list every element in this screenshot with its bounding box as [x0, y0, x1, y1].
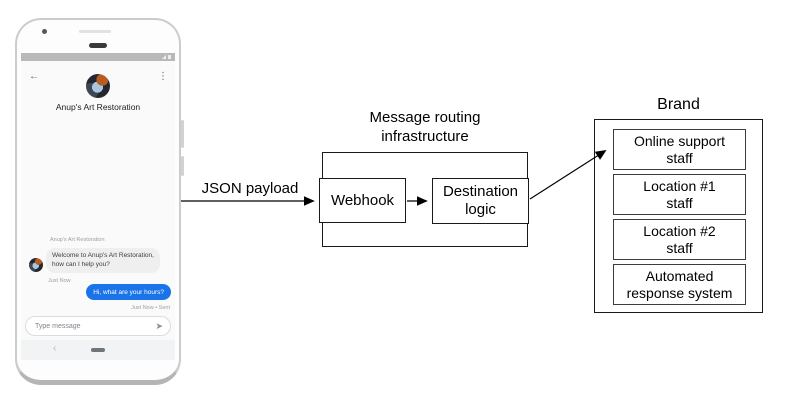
brand-item-label: staff — [666, 194, 693, 211]
avatar — [86, 74, 110, 98]
phone-mockup: ← ⋮ Anup's Art Restoration Anup's Art Re… — [15, 18, 184, 385]
earpiece-slot — [79, 30, 111, 33]
incoming-message-line2: how can I help you? — [52, 260, 110, 268]
volume-button — [181, 120, 184, 148]
brand-item-label: Online support — [633, 133, 726, 149]
destination-label-line2: logic — [465, 201, 496, 218]
brand-item-label: staff — [666, 149, 693, 166]
nav-home-button[interactable] — [91, 348, 105, 352]
brand-box: Online support staff Location #1 staff L… — [594, 119, 763, 313]
message-input[interactable] — [35, 318, 150, 334]
brand-title: Brand — [657, 96, 700, 113]
front-camera — [42, 29, 47, 34]
status-bar — [21, 53, 175, 61]
send-icon[interactable]: ➤ — [155, 321, 163, 331]
brand-item-label: response system — [626, 284, 733, 301]
status-icons — [162, 55, 171, 59]
android-nav-bar: ‹ — [21, 340, 175, 360]
brand-item-location-2: Location #2 staff — [613, 219, 746, 260]
destination-logic-box: Destination logic — [432, 178, 529, 224]
incoming-message-line1: Welcome to Anup's Art Restoration, — [52, 252, 154, 259]
webhook-label: Webhook — [330, 191, 395, 209]
power-button — [181, 156, 184, 176]
incoming-message-bubble: Welcome to Anup's Art Restoration, how c… — [46, 248, 160, 273]
outgoing-timestamp: Just Now • Sent — [131, 305, 170, 311]
chat-header: ← ⋮ Anup's Art Restoration — [21, 61, 175, 113]
battery-icon — [168, 55, 171, 59]
outgoing-message-bubble: Hi, what are your hours? — [86, 284, 171, 300]
message-composer[interactable]: ➤ — [25, 316, 171, 336]
brand-item-label: Automated — [645, 268, 714, 284]
sender-label: Anup's Art Restoration — [50, 237, 105, 243]
routing-title-line1: Message routing — [369, 109, 481, 126]
json-payload-label: JSON payload — [201, 180, 299, 197]
brand-item-label: staff — [666, 239, 693, 256]
incoming-timestamp: Just Now — [48, 278, 71, 284]
routing-title-line2: infrastructure — [381, 128, 469, 145]
overflow-menu-icon[interactable]: ⋮ — [158, 71, 168, 82]
webhook-box: Webhook — [319, 178, 406, 223]
brand-item-label: Location #1 — [643, 178, 716, 194]
chat-screen: ← ⋮ Anup's Art Restoration Anup's Art Re… — [21, 53, 175, 360]
speaker-icon — [89, 43, 107, 48]
brand-item-location-1: Location #1 staff — [613, 174, 746, 215]
destination-label-line1: Destination — [442, 183, 519, 200]
avatar-small — [29, 258, 43, 272]
brand-item-automated-response: Automated response system — [613, 264, 746, 305]
back-icon[interactable]: ← — [29, 71, 39, 82]
nav-back-icon[interactable]: ‹ — [53, 343, 57, 354]
signal-icon — [162, 55, 166, 59]
brand-item-online-support: Online support staff — [613, 129, 746, 170]
brand-item-label: Location #2 — [643, 223, 716, 239]
chat-title: Anup's Art Restoration — [55, 102, 141, 112]
routing-title: Message routing infrastructure — [350, 108, 500, 146]
